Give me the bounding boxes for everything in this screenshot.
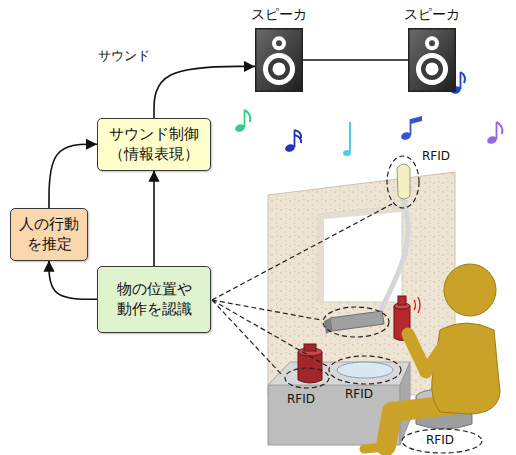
leader-line (212, 300, 327, 366)
rfid-label: RFID (422, 150, 450, 164)
connector (154, 66, 255, 118)
music-note (295, 130, 302, 143)
speaker-symbol (273, 62, 286, 75)
cup (304, 344, 316, 351)
hose (397, 164, 410, 199)
speaker-symbol (425, 36, 439, 50)
music-note (411, 116, 423, 124)
wall-panel (268, 172, 455, 395)
sink-basin (337, 362, 393, 378)
process-box: 物の位置や 動作を認識 (97, 266, 211, 333)
speaker-symbol (416, 53, 448, 85)
edge-label: サウンド (96, 48, 152, 64)
music-note (343, 122, 351, 156)
leader-line (212, 204, 392, 300)
rfid-label: RFID (287, 393, 315, 407)
speaker-label: スピーカ (404, 6, 460, 23)
music-note (294, 130, 296, 147)
music-note (400, 116, 422, 141)
music-note (496, 122, 498, 139)
rfid-outline (285, 368, 329, 388)
music-note (461, 72, 465, 83)
bottle (398, 296, 406, 305)
speaker-symbol (429, 40, 435, 46)
speaker-symbol (255, 28, 303, 92)
hose (378, 164, 410, 316)
music-note (486, 122, 502, 145)
speaker-symbol (272, 36, 286, 50)
person (364, 447, 386, 449)
rfid-outline (387, 156, 419, 208)
connector (303, 59, 408, 61)
box-text: 人の行動 を推定 (16, 214, 82, 255)
music-note (234, 110, 250, 133)
speaker-label: スピーカ (251, 6, 307, 23)
rfid-outline (402, 429, 482, 453)
faucet (324, 311, 384, 334)
speaker-symbol (276, 40, 282, 46)
box-text: サウンド制御 （情報表現） (104, 124, 204, 165)
person (364, 264, 500, 449)
process-box: サウンド制御 （情報表現） (97, 118, 211, 171)
person (444, 264, 496, 316)
cup (298, 344, 322, 383)
wall-panel (268, 172, 455, 395)
speaker-symbol (256, 29, 303, 92)
hose (378, 198, 408, 316)
music-note (245, 110, 251, 122)
speaker-symbol (421, 58, 443, 80)
speaker-symbol (408, 28, 456, 92)
leader-line (212, 204, 392, 376)
counter (268, 362, 410, 385)
connector (49, 144, 97, 208)
leader-line (212, 300, 283, 376)
speaker-box: スピーカ (255, 28, 303, 92)
box-text: 物の位置や 動作を認識 (104, 279, 204, 320)
person (408, 334, 448, 372)
music-note (284, 130, 301, 153)
rfid-outline (323, 307, 389, 337)
speaker-symbol (409, 29, 456, 92)
music-note (343, 150, 351, 156)
speaker-symbol (263, 53, 295, 85)
rfid-label: RFID (345, 388, 373, 402)
sink-basin (337, 362, 393, 378)
speaker-symbol (268, 58, 290, 80)
rfid-outline (329, 356, 401, 384)
connector (153, 171, 155, 267)
music-note (244, 110, 246, 127)
music-note (460, 72, 462, 89)
faucet (330, 311, 384, 331)
rfid-outline (285, 156, 482, 453)
bottle (414, 297, 420, 313)
speaker-box: スピーカ (408, 28, 456, 92)
process-box: 人の行動 を推定 (10, 208, 88, 261)
person (432, 323, 500, 414)
connector (49, 261, 97, 300)
music-note (349, 122, 351, 152)
speaker-symbol (426, 62, 439, 75)
rfid-label: RFID (426, 434, 454, 448)
music-note (497, 122, 503, 134)
